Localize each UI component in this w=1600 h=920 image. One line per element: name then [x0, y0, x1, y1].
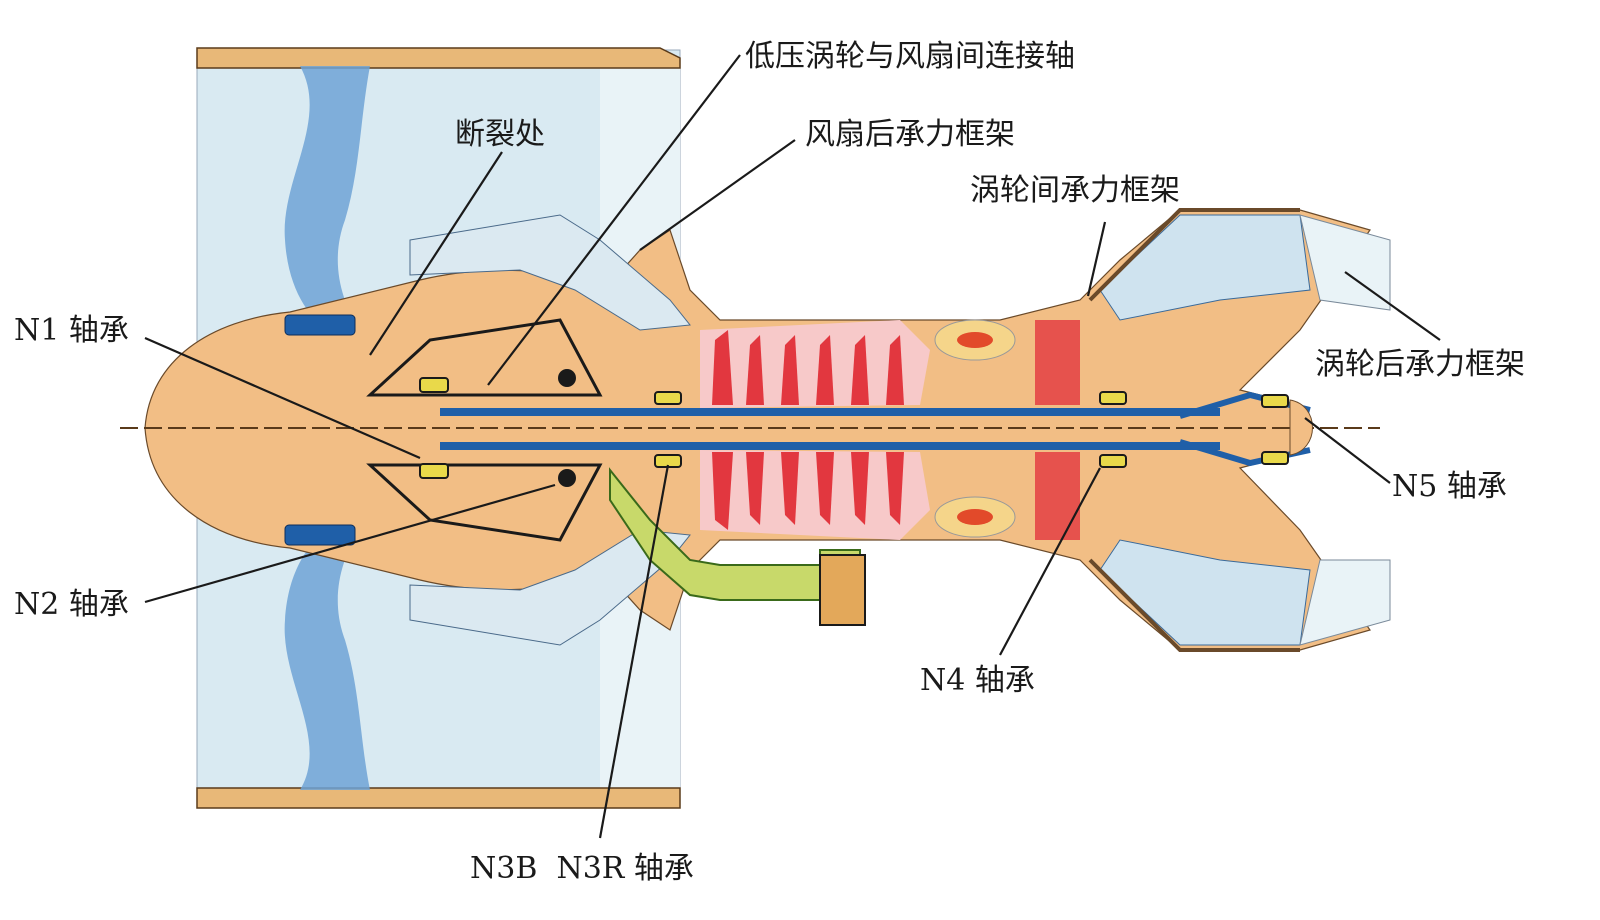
leader-lines	[144, 54, 1441, 839]
n1-bearing-lower	[419, 463, 449, 479]
nacelle-top	[196, 47, 681, 69]
label-n5-bearing: N5 轴承	[1392, 469, 1507, 504]
label-n2-bearing: N2 轴承	[14, 587, 129, 622]
lpt-casing-lower	[1088, 558, 1300, 652]
hpc-rotor-lower	[712, 452, 904, 530]
hpc-rotor-upper	[712, 330, 904, 405]
label-fan-rear-frame: 风扇后承力框架	[805, 117, 1015, 152]
leader-inter-turbine-frame	[1086, 221, 1107, 297]
leader-fracture	[369, 151, 503, 356]
n1-bearing-housing-upper	[284, 314, 356, 336]
label-inter-turbine-frame: 涡轮间承力框架	[970, 173, 1180, 208]
engine-drawing	[120, 47, 1391, 809]
combustor-lower-flame	[957, 509, 993, 525]
leader-lpt-fan-shaft	[487, 54, 741, 386]
booster-lower	[409, 529, 691, 646]
lpt-casing-upper	[1088, 208, 1300, 302]
n2-bearing-lower	[558, 469, 576, 487]
label-n1-bearing: N1 轴承	[14, 313, 129, 348]
hpt-upper	[1035, 320, 1080, 405]
booster-upper	[409, 214, 691, 331]
leader-n3	[598, 464, 670, 839]
leader-turbine-rear-frame	[1344, 271, 1441, 341]
combustor-upper-flame	[957, 332, 993, 348]
hpt-lower	[1035, 452, 1080, 540]
n4-bearing	[1099, 391, 1127, 405]
leader-n4	[999, 467, 1101, 656]
labels: 断裂处 低压涡轮与风扇间连接轴 风扇后承力框架 涡轮间承力框架 涡轮后承力框架 …	[14, 39, 1525, 886]
exhaust-lower	[1299, 559, 1391, 646]
leader-n5	[1304, 417, 1391, 484]
n5-bearing-lower	[1261, 451, 1289, 465]
leader-n2	[144, 483, 556, 604]
label-n3-bearing: N3B N3R 轴承	[470, 851, 694, 886]
fan-strut-lower	[366, 463, 603, 542]
main-shaft	[440, 408, 1220, 416]
fan-blade-upper	[284, 66, 370, 330]
n3-bearing	[654, 391, 682, 405]
label-lpt-fan-shaft: 低压涡轮与风扇间连接轴	[745, 39, 1075, 74]
fan-blade-lower	[284, 530, 370, 790]
label-turbine-rear-frame: 涡轮后承力框架	[1315, 347, 1525, 382]
gearbox-housing	[819, 554, 866, 626]
nacelle-bottom	[196, 787, 681, 809]
label-n4-bearing: N4 轴承	[920, 663, 1035, 698]
leader-fan-rear-frame	[639, 139, 796, 251]
leader-n1	[144, 336, 421, 460]
n1-bearing	[419, 377, 449, 393]
n4-bearing-lower	[1099, 454, 1127, 468]
lpt-upper	[1099, 214, 1311, 321]
exhaust-upper	[1299, 214, 1391, 311]
n1-bearing-housing-lower	[284, 524, 356, 546]
label-fracture: 断裂处	[455, 117, 545, 152]
bearing-markers	[419, 369, 1289, 487]
n5-bearing	[1261, 394, 1289, 408]
fan-strut-upper	[366, 318, 603, 397]
main-shaft-lower	[440, 442, 1220, 450]
lpt-lower	[1099, 539, 1311, 646]
exhaust-tail	[1289, 399, 1313, 456]
n2-bearing	[558, 369, 576, 387]
